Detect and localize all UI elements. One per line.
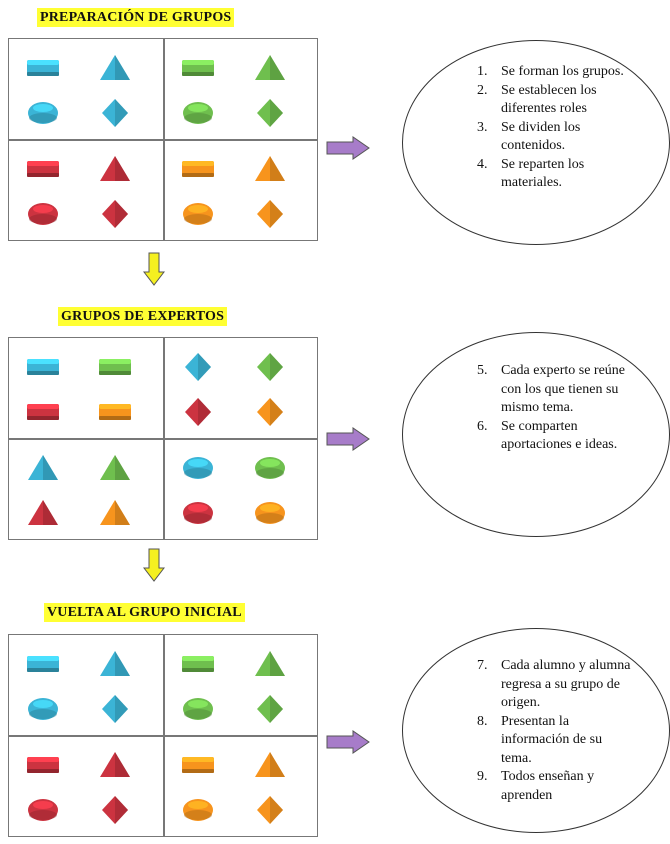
orange-rect-icon [180, 749, 216, 786]
step-item: 5. Cada experto se reúne con los que tien… [477, 362, 627, 418]
grid-divider [9, 139, 317, 141]
step-text: Se dividen los contenidos. [501, 119, 581, 154]
step-text: Cada experto se reúne con los que tienen… [501, 363, 625, 415]
green-ellipse-icon [180, 97, 216, 134]
blue-triangle-icon [97, 648, 133, 685]
step-text: Se forman los grupos. [501, 64, 624, 79]
blue-triangle-icon [97, 52, 133, 89]
blue-diamond-icon [97, 693, 133, 730]
green-ellipse-icon [180, 693, 216, 730]
red-rect-icon [25, 153, 61, 190]
step-item: 2. Se establecen los diferentes roles [477, 82, 627, 119]
orange-rect-icon [97, 396, 133, 433]
blue-diamond-icon [180, 351, 216, 388]
blue-rect-icon [25, 52, 61, 89]
orange-triangle-icon [97, 497, 133, 534]
grid-divider [9, 735, 317, 737]
green-rect-icon [97, 351, 133, 388]
step-number: 8. [477, 713, 488, 729]
steps-list-2: 5. Cada experto se reúne con los que tien… [477, 362, 627, 455]
step-number: 5. [477, 363, 488, 378]
red-rect-icon [25, 749, 61, 786]
green-diamond-icon [252, 351, 288, 388]
steps-list-1: 1. Se forman los grupos. 2. Se establecen … [477, 63, 627, 193]
red-diamond-icon [97, 198, 133, 235]
green-rect-icon [180, 648, 216, 685]
step-number: 9. [477, 769, 488, 784]
red-diamond-icon [180, 396, 216, 433]
right-arrow-icon [326, 136, 370, 160]
red-diamond-icon [97, 794, 133, 831]
green-rect-icon [180, 52, 216, 89]
red-triangle-icon [97, 749, 133, 786]
step-number: 4. [477, 156, 488, 172]
step-text: Se reparten los materiales. [501, 156, 585, 191]
blue-ellipse-icon [25, 97, 61, 134]
red-ellipse-icon [25, 198, 61, 235]
step-number: 2. [477, 82, 488, 98]
step-item: 8. Presentan la información de su tema. [477, 713, 632, 769]
step-text: Se comparten aportaciones e ideas. [501, 418, 618, 453]
step-item: 6. Se comparten aportaciones e ideas. [477, 418, 627, 455]
groups-grid-preparacion [8, 38, 318, 241]
grid-divider [9, 438, 317, 440]
green-diamond-icon [252, 693, 288, 730]
orange-diamond-icon [252, 198, 288, 235]
red-ellipse-icon [180, 497, 216, 534]
green-triangle-icon [252, 648, 288, 685]
step-item: 3. Se dividen los contenidos. [477, 119, 627, 156]
green-triangle-icon [252, 52, 288, 89]
orange-ellipse-icon [180, 198, 216, 235]
blue-ellipse-icon [180, 452, 216, 489]
blue-rect-icon [25, 351, 61, 388]
right-arrow-icon [326, 730, 370, 754]
step-item: 7. Cada alumno y alumna regresa a su grup… [477, 657, 632, 713]
right-arrow-icon [326, 427, 370, 451]
step-text: Cada alumno y alumna regresa a su grupo … [501, 658, 631, 710]
orange-diamond-icon [252, 794, 288, 831]
steps-list-3: 7. Cada alumno y alumna regresa a su grup… [477, 657, 632, 805]
step-item: 1. Se forman los grupos. [477, 63, 627, 82]
step-number: 6. [477, 418, 488, 434]
red-triangle-icon [97, 153, 133, 190]
red-triangle-icon [25, 497, 61, 534]
green-ellipse-icon [252, 452, 288, 489]
blue-diamond-icon [97, 97, 133, 134]
down-arrow-icon [143, 548, 165, 582]
step-item: 9. Todos enseñan y aprenden [477, 768, 632, 805]
red-rect-icon [25, 396, 61, 433]
red-ellipse-icon [25, 794, 61, 831]
orange-rect-icon [180, 153, 216, 190]
green-triangle-icon [97, 452, 133, 489]
section-title-expertos: GRUPOS DE EXPERTOS [58, 307, 228, 326]
section-title-vuelta: VUELTA AL GRUPO INICIAL [44, 603, 245, 622]
groups-grid-expertos [8, 337, 318, 540]
orange-triangle-icon [252, 153, 288, 190]
orange-diamond-icon [252, 396, 288, 433]
blue-ellipse-icon [25, 693, 61, 730]
step-text: Presentan la información de su tema. [501, 713, 603, 766]
blue-triangle-icon [25, 452, 61, 489]
section-title-preparacion: PREPARACIÓN DE GRUPOS [37, 8, 235, 27]
orange-ellipse-icon [180, 794, 216, 831]
down-arrow-icon [143, 252, 165, 286]
step-text: Todos enseñan y aprenden [501, 769, 595, 803]
step-text: Se establecen los diferentes roles [501, 82, 597, 117]
blue-rect-icon [25, 648, 61, 685]
orange-ellipse-icon [252, 497, 288, 534]
step-number: 3. [477, 119, 488, 135]
step-number: 7. [477, 658, 488, 673]
step-item: 4. Se reparten los materiales. [477, 156, 627, 193]
green-diamond-icon [252, 97, 288, 134]
groups-grid-vuelta [8, 634, 318, 837]
step-number: 1. [477, 64, 488, 79]
orange-triangle-icon [252, 749, 288, 786]
